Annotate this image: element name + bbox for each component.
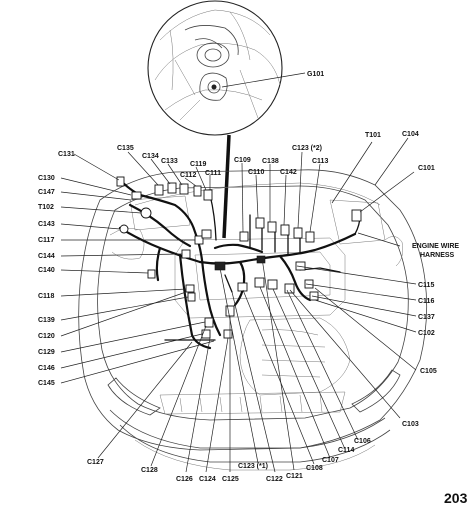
label-c125: C125 [222,476,239,483]
label-c112: C112 [180,172,196,179]
label-c143: C143 [38,221,55,228]
label-c133: C133 [161,158,178,165]
label-c105: C105 [420,368,437,375]
label-c138: C138 [262,158,279,165]
label-c121: C121 [286,473,303,480]
label-c119: C119 [190,161,206,168]
connectors [116,176,362,339]
label-c110: C110 [248,169,264,176]
label-c139: C139 [38,317,55,324]
label-c145: C145 [38,380,55,387]
label-c122: C122 [266,476,283,483]
label-c115: C115 [418,282,434,289]
label-c118: C118 [38,293,54,300]
ground-detail-circle: G101 [147,0,324,136]
label-c142: C142 [280,169,297,176]
label-g101: G101 [307,71,324,78]
label-c134: C134 [142,153,159,160]
label-c123-1: C123 (*1) [238,463,268,470]
label-c129: C129 [38,349,55,356]
label-c109: C109 [234,157,251,164]
car-body [78,169,428,471]
label-c131: C131 [58,151,75,158]
label-c101: C101 [418,165,435,172]
label-c147: C147 [38,189,55,196]
label-c104: C104 [402,131,419,138]
page-number: 203 [444,490,468,506]
label-c124: C124 [199,476,216,483]
label-c120: C120 [38,333,55,340]
label-c146: C146 [38,365,55,372]
label-c114: C114 [338,447,354,454]
label-c127: C127 [87,459,104,466]
connector-labels: C131 C135 C134 C133 C119 C109 C138 C123 … [38,131,459,483]
label-c111: C111 [205,170,221,177]
label-t101: T101 [365,132,381,139]
label-c108: C108 [306,465,323,472]
leader-lines [60,137,417,473]
label-c130: C130 [38,175,55,182]
label-c103: C103 [402,421,419,428]
engine-wire-harness [118,178,361,350]
detail-pointer [222,134,231,239]
label-c106: C106 [354,438,371,445]
label-c144: C144 [38,253,55,260]
label-engine-wire: ENGINE WIRE [412,243,459,250]
label-t102: T102 [38,204,54,211]
label-c116: C116 [418,298,434,305]
label-harness: HARNESS [420,252,455,259]
label-c123-2: C123 (*2) [292,145,322,152]
label-c140: C140 [38,267,55,274]
label-c113: C113 [312,158,328,165]
label-c135: C135 [117,145,134,152]
label-c126: C126 [176,476,193,483]
label-c102: C102 [418,330,435,337]
label-c107: C107 [322,457,339,464]
label-c117: C117 [38,237,54,244]
label-c128: C128 [141,467,158,474]
label-c137: C137 [418,314,435,321]
